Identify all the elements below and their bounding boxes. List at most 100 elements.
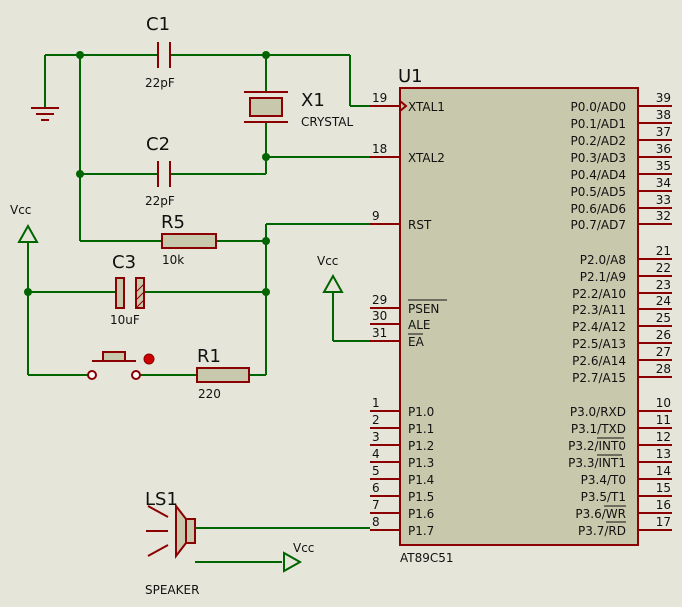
pin-number: 14 bbox=[656, 464, 671, 478]
reset-pushbutton[interactable] bbox=[87, 351, 155, 380]
pin-name: P3.1/TXD bbox=[571, 422, 626, 436]
x1-value-label: CRYSTAL bbox=[301, 115, 354, 129]
pin-name: P2.5/A13 bbox=[572, 337, 626, 351]
resistor-r5[interactable] bbox=[161, 233, 217, 249]
pin-name: P3.4/T0 bbox=[581, 473, 626, 487]
pin-number: 1 bbox=[372, 396, 380, 410]
pin-number: 33 bbox=[656, 193, 671, 207]
u1-left-pins: 19XTAL118XTAL29RST29PSEN30ALE31EA1P1.02P… bbox=[370, 91, 445, 538]
junction bbox=[262, 153, 270, 161]
vcc-speaker-label: Vcc bbox=[293, 541, 314, 555]
reset-wiring bbox=[27, 242, 266, 376]
pin-name: P0.3/AD3 bbox=[571, 151, 626, 165]
pin-name: P0.2/AD2 bbox=[571, 134, 626, 148]
pin-number: 17 bbox=[656, 515, 671, 529]
pin-number: 5 bbox=[372, 464, 380, 478]
pin-name: P2.1/A9 bbox=[580, 270, 626, 284]
resistor-r1[interactable] bbox=[196, 367, 250, 383]
crystal-wiring bbox=[44, 54, 370, 375]
pin-number: 9 bbox=[372, 209, 380, 223]
pin-number: 39 bbox=[656, 91, 671, 105]
pin-number: 18 bbox=[372, 142, 387, 156]
pin-name: RST bbox=[408, 218, 432, 232]
vcc-arrow-speaker bbox=[283, 551, 303, 573]
pin-number: 28 bbox=[656, 362, 671, 376]
u1-chip-body[interactable] bbox=[399, 87, 639, 546]
pin-name: P2.6/A14 bbox=[572, 354, 626, 368]
pin-number: 6 bbox=[372, 481, 380, 495]
ea-wiring bbox=[332, 292, 370, 342]
x1-ref-label: X1 bbox=[301, 90, 325, 111]
pin-name: P1.5 bbox=[408, 490, 434, 504]
pin-number: 11 bbox=[656, 413, 671, 427]
pin-name: P2.0/A8 bbox=[580, 253, 626, 267]
pin-number: 13 bbox=[656, 447, 671, 461]
capacitor-c1[interactable] bbox=[157, 42, 171, 68]
u1-ref-label: U1 bbox=[398, 66, 423, 87]
pin-number: 34 bbox=[656, 176, 671, 190]
pin-number: 24 bbox=[656, 294, 671, 308]
pin-name: P3.0/RXD bbox=[570, 405, 626, 419]
pin-number: 8 bbox=[372, 515, 380, 529]
ls1-ref-label: LS1 bbox=[145, 489, 178, 510]
pin-name: P1.1 bbox=[408, 422, 434, 436]
vcc-left-label: Vcc bbox=[10, 203, 31, 217]
pin-name: P1.3 bbox=[408, 456, 434, 470]
pin-name: PSEN bbox=[408, 302, 439, 316]
pin-number: 22 bbox=[656, 261, 671, 275]
vcc-arrow-mid bbox=[322, 273, 344, 293]
pin-number: 38 bbox=[656, 108, 671, 122]
pin-number: 3 bbox=[372, 430, 380, 444]
pin-name: P3.3/INT1 bbox=[568, 456, 626, 470]
crystal-x1[interactable] bbox=[244, 91, 288, 123]
pin-number: 19 bbox=[372, 91, 387, 105]
junction bbox=[76, 170, 84, 178]
pin-number: 31 bbox=[372, 326, 387, 340]
r1-ref-label: R1 bbox=[197, 346, 221, 367]
vcc-mid-label: Vcc bbox=[317, 254, 338, 268]
xtal1-clock-marker bbox=[399, 100, 408, 112]
pin-name: P1.0 bbox=[408, 405, 434, 419]
pin-name: P0.7/AD7 bbox=[571, 218, 626, 232]
pin-number: 16 bbox=[656, 498, 671, 512]
pin-name: P2.2/A10 bbox=[572, 287, 626, 301]
ls1-value-label: SPEAKER bbox=[145, 583, 199, 597]
c2-ref-label: C2 bbox=[146, 134, 170, 155]
pin-number: 32 bbox=[656, 209, 671, 223]
pin-number: 25 bbox=[656, 311, 671, 325]
r5-ref-label: R5 bbox=[161, 212, 185, 233]
pin-number: 7 bbox=[372, 498, 380, 512]
pin-name: EA bbox=[408, 335, 425, 349]
pin-name: P1.2 bbox=[408, 439, 434, 453]
u1-part-label: AT89C51 bbox=[400, 551, 454, 565]
pin-name: P0.5/AD5 bbox=[571, 185, 626, 199]
c1-ref-label: C1 bbox=[146, 14, 170, 35]
pin-name: P2.3/A11 bbox=[572, 303, 626, 317]
pin-name: P0.4/AD4 bbox=[571, 168, 626, 182]
pin-name: XTAL2 bbox=[408, 151, 445, 165]
pin-number: 37 bbox=[656, 125, 671, 139]
pin-name: P0.6/AD6 bbox=[571, 202, 626, 216]
r1-value-label: 220 bbox=[198, 387, 221, 401]
junction bbox=[262, 237, 270, 245]
pin-number: 4 bbox=[372, 447, 380, 461]
ground-symbol bbox=[31, 107, 59, 121]
pin-name: P1.4 bbox=[408, 473, 434, 487]
c2-value-label: 22pF bbox=[145, 194, 175, 208]
capacitor-c2[interactable] bbox=[157, 161, 171, 187]
pin-number: 36 bbox=[656, 142, 671, 156]
pin-name: ALE bbox=[408, 318, 430, 332]
pin-number: 12 bbox=[656, 430, 671, 444]
pin-name: P1.7 bbox=[408, 524, 434, 538]
speaker-wiring bbox=[195, 527, 370, 563]
pin-number: 29 bbox=[372, 293, 387, 307]
c3-ref-label: C3 bbox=[112, 252, 136, 273]
pin-number: 15 bbox=[656, 481, 671, 495]
capacitor-c3[interactable] bbox=[115, 277, 145, 309]
speaker-ls1[interactable] bbox=[146, 503, 196, 559]
pin-name: XTAL1 bbox=[408, 100, 445, 114]
pin-name: P3.5/T1 bbox=[581, 490, 626, 504]
pin-number: 35 bbox=[656, 159, 671, 173]
pin-name: P3.7/RD bbox=[578, 524, 626, 538]
